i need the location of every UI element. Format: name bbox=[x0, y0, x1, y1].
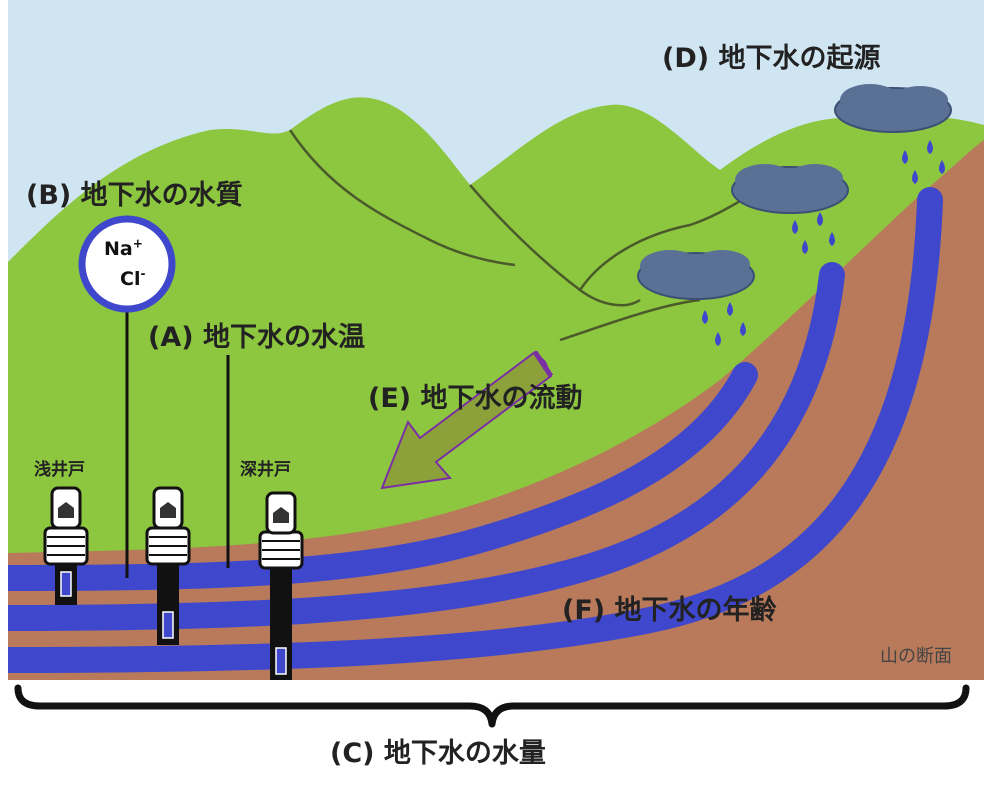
label-water-temperature: (A) 地下水の水温 bbox=[148, 322, 365, 353]
soil-cross-section bbox=[8, 140, 984, 680]
shallow-well bbox=[43, 486, 89, 605]
aquifer-layer-2 bbox=[8, 262, 845, 631]
ion-chloride: Cl- bbox=[120, 266, 146, 290]
ridge-line bbox=[559, 298, 701, 342]
ridge-line bbox=[288, 129, 516, 267]
ion-sodium-symbol: Na bbox=[104, 238, 133, 260]
ridge-line bbox=[469, 184, 761, 307]
ion-sodium: Na+ bbox=[104, 236, 143, 260]
ion-chloride-charge: - bbox=[140, 266, 146, 281]
label-water-flow: (E) 地下水の流動 bbox=[368, 383, 583, 414]
quantity-brace bbox=[14, 684, 970, 728]
rain-cloud-middle bbox=[731, 164, 849, 254]
label-deep-well: 深井戸 bbox=[240, 460, 291, 480]
label-water-age: (F) 地下水の年齢 bbox=[562, 595, 777, 626]
label-water-quantity: (C) 地下水の水量 bbox=[330, 738, 546, 769]
ion-sodium-charge: + bbox=[132, 236, 143, 251]
label-cross-section: 山の断面 bbox=[880, 646, 952, 667]
rain-cloud-top bbox=[834, 84, 952, 184]
deep-well bbox=[258, 491, 304, 680]
ion-marker bbox=[78, 215, 176, 578]
aquifer-layer-3 bbox=[8, 187, 943, 673]
flow-arrow bbox=[380, 350, 554, 490]
label-water-origin: (D) 地下水の起源 bbox=[662, 43, 881, 74]
shallow-well-2 bbox=[145, 486, 191, 645]
label-water-quality: (B) 地下水の水質 bbox=[26, 180, 243, 211]
label-shallow-well: 浅井戸 bbox=[34, 460, 85, 480]
ion-chloride-symbol: Cl bbox=[120, 268, 141, 290]
rain-cloud-low bbox=[637, 250, 755, 346]
